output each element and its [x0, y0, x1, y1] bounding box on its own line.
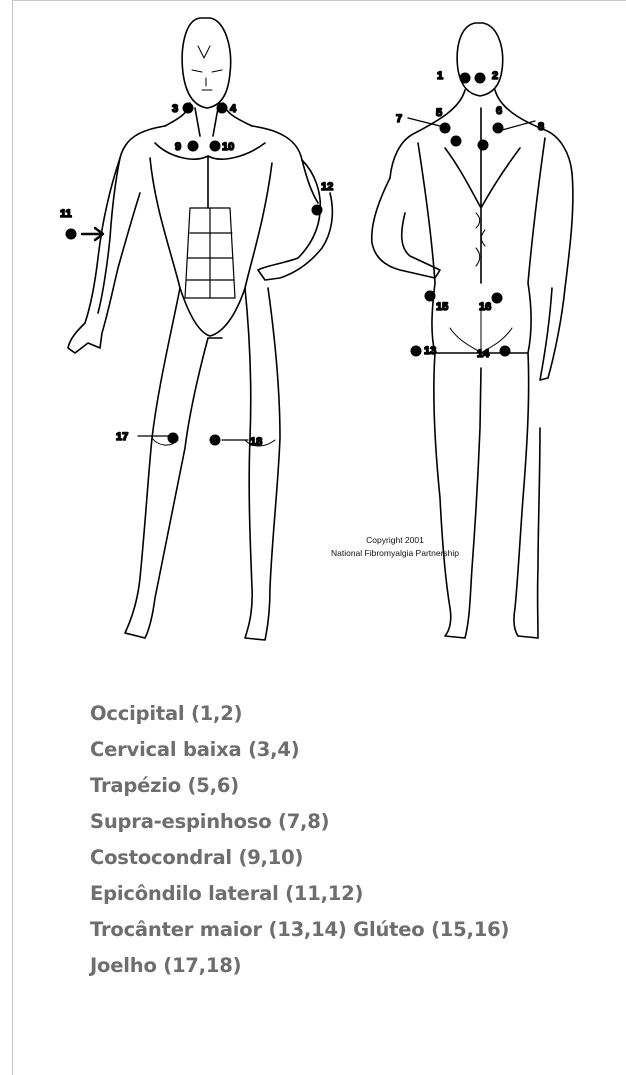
tender-point-6: [493, 123, 504, 134]
front-head: [182, 18, 230, 108]
label-6: 6: [496, 105, 502, 117]
tender-point-16: [492, 293, 503, 304]
tender-point-5: [440, 123, 451, 134]
label-12: 12: [321, 181, 333, 193]
label-10: 10: [222, 141, 234, 153]
legend-item-cervical: Cervical baixa (3,4): [90, 732, 509, 768]
tender-point-2: [475, 73, 486, 84]
label-5: 5: [436, 107, 442, 119]
back-right-arm: [540, 173, 573, 380]
tender-point-15: [425, 291, 436, 302]
front-chest: [155, 143, 265, 208]
legend-item-supra-espinhoso: Supra-espinhoso (7,8): [90, 804, 509, 840]
label-7: 7: [396, 113, 402, 125]
tender-point-8: [478, 140, 489, 151]
back-legs: [434, 353, 540, 638]
tender-point-10: [210, 141, 221, 152]
tender-point-11: [66, 229, 77, 240]
legend-item-occipital: Occipital (1,2): [90, 696, 509, 732]
tender-point-12: [312, 205, 323, 216]
label-2: 2: [492, 70, 498, 82]
tender-point-13: [411, 346, 422, 357]
legend-item-costocondral: Costocondral (9,10): [90, 840, 509, 876]
copyright-line-2: National Fibromyalgia Partnership: [310, 547, 480, 560]
copyright-notice: Copyright 2001 National Fibromyalgia Par…: [310, 534, 480, 560]
tender-point-18: [210, 435, 221, 446]
tender-point-14: [500, 346, 511, 357]
tender-points-legend: Occipital (1,2) Cervical baixa (3,4) Tra…: [90, 696, 509, 984]
tender-points-figure: 1 2 3 4 5 6 7 8 9 10 11 12 13 14 15 16 1…: [40, 8, 600, 668]
label-4: 4: [230, 103, 237, 115]
label-15: 15: [436, 301, 448, 313]
front-left-arm: [68, 158, 140, 353]
back-head: [457, 23, 503, 96]
tender-point-7: [451, 136, 462, 147]
legend-item-epicondilo: Epicôndilo lateral (11,12): [90, 876, 509, 912]
legend-item-joelho: Joelho (17,18): [90, 948, 509, 984]
leader-lines: [138, 118, 535, 440]
front-figure: [68, 18, 332, 640]
label-18: 18: [250, 436, 262, 448]
tender-point-labels: 1 2 3 4 5 6 7 8 9 10 11 12 13 14 15 16 1…: [60, 70, 544, 448]
copyright-line-1: Copyright 2001: [310, 534, 480, 547]
tender-point-4: [217, 103, 228, 114]
body-diagram: 1 2 3 4 5 6 7 8 9 10 11 12 13 14 15 16 1…: [40, 8, 600, 668]
label-1: 1: [437, 70, 443, 82]
tender-point-9: [188, 141, 199, 152]
label-13: 13: [424, 345, 436, 357]
label-14: 14: [477, 348, 490, 360]
label-11: 11: [60, 208, 72, 220]
tender-point-3: [183, 103, 194, 114]
front-legs: [125, 288, 280, 640]
tender-point-dots: [66, 73, 511, 446]
label-9: 9: [175, 141, 181, 153]
label-8: 8: [538, 121, 544, 133]
tender-point-17: [168, 433, 179, 444]
legend-item-trocanter-gluteo: Trocânter maior (13,14) Glúteo (15,16): [90, 912, 509, 948]
label-16: 16: [479, 301, 491, 313]
legend-item-trapezio: Trapézio (5,6): [90, 768, 509, 804]
tender-point-1: [460, 73, 471, 84]
label-17: 17: [116, 431, 128, 443]
front-abdomen: [185, 208, 235, 298]
label-3: 3: [172, 103, 178, 115]
front-face-details: [192, 46, 222, 90]
